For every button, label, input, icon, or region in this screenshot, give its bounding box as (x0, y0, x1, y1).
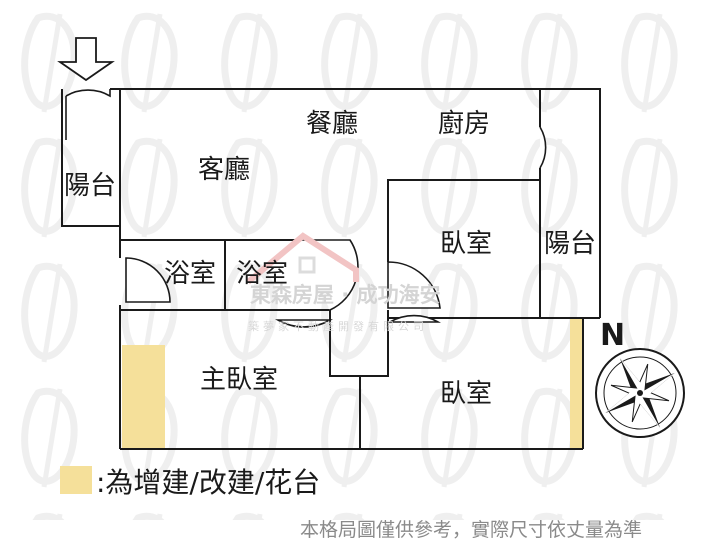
disclaimer-text: 本格局圖僅供參考，實際尺寸依丈量為準 (300, 519, 642, 541)
compass-north-label: N (600, 318, 625, 353)
door-bath-1 (125, 257, 171, 303)
entrance-arrow-icon (57, 37, 115, 82)
room-label-bath-2: 浴室 (236, 259, 288, 289)
door-bedroom-north (387, 261, 441, 309)
legend-swatch (60, 466, 92, 494)
room-label-kitchen: 廚房 (438, 109, 490, 139)
room-label-dining: 餐廳 (306, 109, 358, 139)
room-label-master-bedroom: 主臥室 (200, 365, 278, 395)
room-labels: 餐廳 廚房 客廳 陽台 臥室 陽台 浴室 浴室 主臥室 臥室 (64, 109, 596, 409)
watermark-sub-text: 築夢家不動產開發有限公司 (248, 319, 428, 333)
addition-strip-master (122, 345, 165, 449)
addition-strip-east (570, 318, 583, 449)
compass-rose-icon (595, 348, 685, 438)
legend: :為增建/改建/花台 (60, 466, 320, 499)
room-label-bedroom-north: 臥室 (440, 229, 492, 259)
room-label-living: 客廳 (198, 155, 250, 185)
door-master-bedroom (275, 319, 333, 328)
watermark-brand-text: 東森房屋 · 成功海安 (250, 283, 441, 307)
doors (65, 89, 547, 328)
room-label-bedroom-south: 臥室 (440, 379, 492, 409)
door-kitchen (539, 126, 547, 169)
legend-text: :為增建/改建/花台 (96, 466, 320, 499)
room-label-bath-1: 浴室 (164, 259, 216, 289)
door-balcony-west (65, 89, 111, 140)
room-label-balcony-west: 陽台 (64, 171, 116, 201)
compass: N (595, 318, 685, 438)
door-bedroom-south (387, 314, 441, 323)
watermark-brand: 東森房屋 · 成功海安 築夢家不動產開發有限公司 (246, 232, 441, 333)
room-label-balcony-east: 陽台 (544, 229, 596, 259)
